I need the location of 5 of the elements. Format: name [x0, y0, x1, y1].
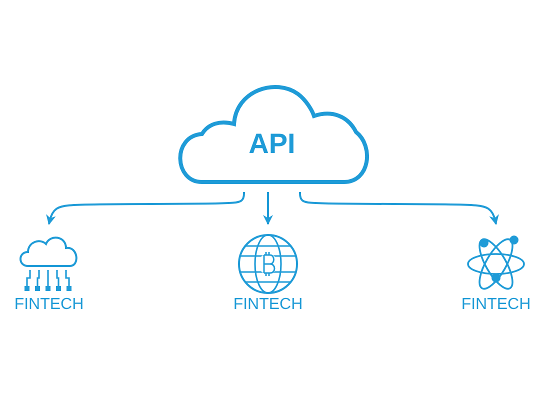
node-label: FINTECH — [232, 296, 304, 314]
arrow — [263, 192, 273, 225]
node-label: FINTECH — [13, 296, 85, 314]
node-label: FINTECH — [460, 296, 532, 314]
cloud-label: API — [248, 128, 296, 160]
